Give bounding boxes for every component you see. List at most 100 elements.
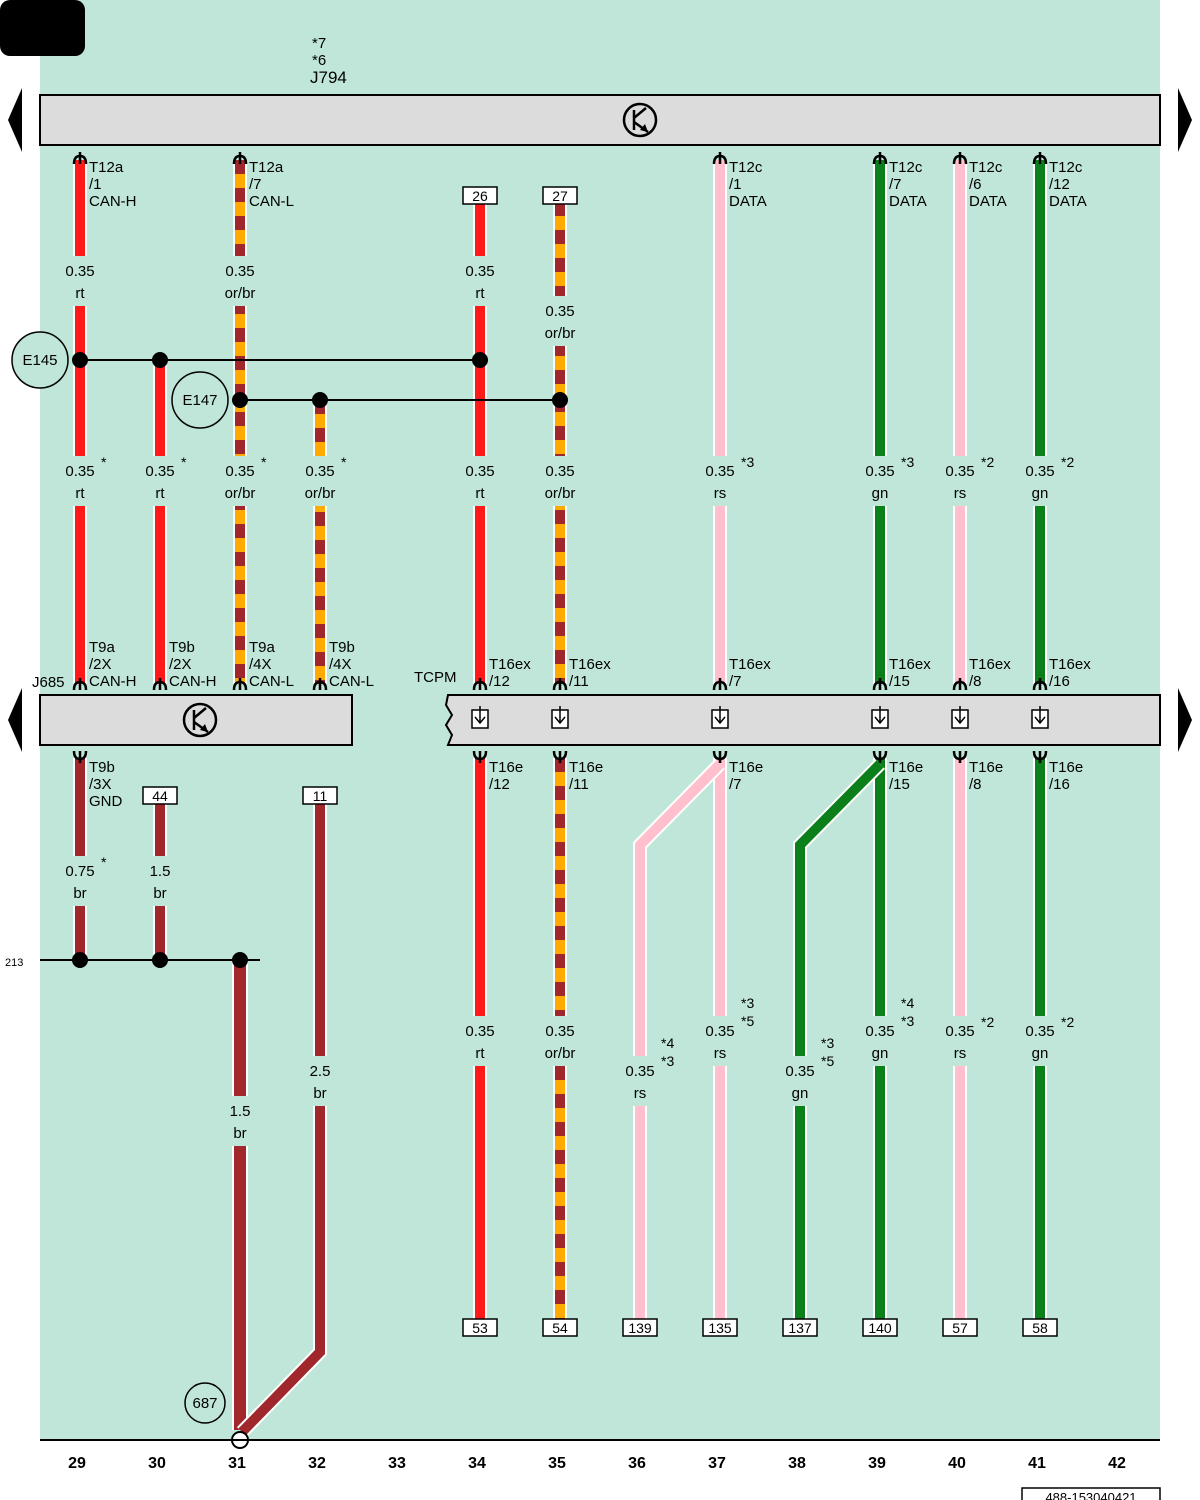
- corner-tab: [0, 0, 85, 56]
- wire-target-label: 139: [628, 1320, 652, 1336]
- arrow-right-icon: [1178, 88, 1192, 152]
- connector-label: CAN-L: [329, 673, 374, 690]
- wire-color-label: br: [153, 885, 166, 902]
- wire-label-mask: [938, 456, 982, 506]
- wire-note-label: *: [101, 454, 107, 470]
- connector-label: T16ex: [729, 656, 771, 673]
- splice-label-e145-circle: [11, 331, 69, 389]
- wire-label-mask: [938, 1016, 982, 1066]
- wire-color-label: rs: [634, 1085, 647, 1102]
- wire-color-label: rs: [714, 1045, 727, 1062]
- wire-label-mask: [858, 456, 902, 506]
- wire-label-mask: [698, 456, 742, 506]
- connector-label: T9a: [89, 639, 116, 656]
- wire-color-label: or/br: [545, 325, 576, 342]
- connector-label: /12: [1049, 176, 1070, 193]
- wire-target-label: 11: [313, 788, 328, 804]
- arrow-left-icon: [8, 88, 22, 152]
- wire-size-label: 0.35: [705, 1023, 734, 1040]
- connector-label: CAN-L: [249, 193, 294, 210]
- splice-label-e147-circle: [171, 371, 229, 429]
- wire-target-label: 57: [952, 1320, 968, 1336]
- wire-target-box: [942, 1318, 978, 1337]
- wire-size-label: 0.35: [465, 463, 494, 480]
- wire-target-label: 44: [152, 788, 168, 804]
- wire-target-label: 26: [472, 188, 488, 204]
- wire-color-label: rs: [714, 485, 727, 502]
- splice-dot: [152, 952, 168, 968]
- splice-dot: [72, 352, 88, 368]
- connector-label: /2X: [169, 656, 192, 673]
- wire-note-label: *5: [741, 1013, 754, 1029]
- wire-note-label: *4: [661, 1035, 674, 1051]
- wire-label-mask: [58, 856, 102, 906]
- connector-label: /11: [569, 673, 589, 690]
- wire-size-label: 0.35: [545, 1023, 574, 1040]
- transistor-icon: [622, 102, 658, 138]
- wire-label-mask: [138, 456, 182, 506]
- ground-point-label: 687: [192, 1395, 217, 1412]
- connector-label: DATA: [1049, 193, 1087, 210]
- connector-label: T16ex: [569, 656, 611, 673]
- connector-label: T16e: [729, 759, 763, 776]
- wire-target-label: 58: [1032, 1320, 1048, 1336]
- wire-target-box: [622, 1318, 658, 1337]
- wire-38-branch: [795, 760, 884, 1320]
- wire-size-label: 0.35: [65, 263, 94, 280]
- wire-size-label: 0.75: [65, 863, 94, 880]
- wire-color-label: gn: [872, 485, 889, 502]
- wire-label-mask: [538, 456, 582, 506]
- connector-label: CAN-L: [249, 673, 294, 690]
- splice-dot: [72, 952, 88, 968]
- wire-target-label: 53: [472, 1320, 488, 1336]
- wire-note-label: *3: [901, 454, 914, 470]
- column-number: 35: [548, 1455, 566, 1472]
- wire-target-box: [302, 786, 338, 805]
- wire-target-box: [862, 1318, 898, 1337]
- connector-label: /16: [1049, 776, 1070, 793]
- connector-label: T12c: [889, 159, 923, 176]
- wire-color-label: or/br: [225, 485, 256, 502]
- wire-note-label: *2: [1061, 1014, 1074, 1030]
- connector-label: T9b: [169, 639, 195, 656]
- connector-label: /1: [89, 176, 102, 193]
- column-number: 39: [868, 1455, 886, 1472]
- connector-label: /16: [1049, 673, 1070, 690]
- connector-label: /3X: [89, 776, 112, 793]
- pin-arrow-icon: [714, 706, 726, 725]
- connector-label: /15: [889, 776, 910, 793]
- ground-reference-label: 213: [5, 957, 23, 969]
- wire-label-mask: [538, 1016, 582, 1066]
- wire-size-label: 0.35: [865, 463, 894, 480]
- wire-label-mask: [458, 456, 502, 506]
- wire-target-box: [702, 1318, 738, 1337]
- wire-size-label: 1.5: [230, 1103, 251, 1120]
- wire-size-label: 0.35: [465, 1023, 494, 1040]
- wire-size-label: 0.35: [785, 1063, 814, 1080]
- connector-label: /4X: [249, 656, 272, 673]
- wire-color-label: or/br: [305, 485, 336, 502]
- wire-note-label: *3: [661, 1053, 674, 1069]
- wire-note-label: *5: [821, 1053, 834, 1069]
- wire-color-label: rt: [475, 485, 485, 502]
- splice-dot: [152, 352, 168, 368]
- connector-label: /15: [889, 673, 910, 690]
- connector-label: /2X: [89, 656, 112, 673]
- connector-label: /12: [489, 673, 510, 690]
- wire-label-mask: [58, 256, 102, 306]
- wire-label-mask: [218, 256, 262, 306]
- component-name-j794: J794: [310, 68, 347, 87]
- wire-size-label: 0.35: [625, 1063, 654, 1080]
- connector-label: T16e: [489, 759, 523, 776]
- column-number: 30: [148, 1455, 166, 1472]
- wire-label-mask: [138, 856, 182, 906]
- wire-size-label: 0.35: [545, 463, 574, 480]
- connector-label: T16e: [969, 759, 1003, 776]
- splice-dot: [232, 952, 248, 968]
- connector-label: DATA: [969, 193, 1007, 210]
- splice-label-e147: E147: [182, 392, 217, 409]
- component-note: *6: [312, 52, 326, 69]
- connector-label: T12c: [969, 159, 1003, 176]
- wire-size-label: 0.35: [865, 1023, 894, 1040]
